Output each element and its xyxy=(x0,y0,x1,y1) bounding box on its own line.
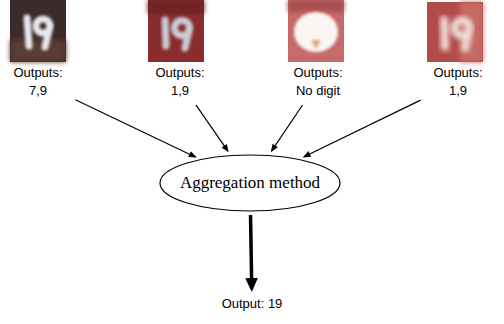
input-arrow xyxy=(196,105,228,151)
result-arrow xyxy=(251,215,252,287)
thumbnail-shade xyxy=(148,0,204,14)
digit-strokes xyxy=(165,20,190,48)
output-caption: Outputs: 7,9 xyxy=(6,64,70,100)
caption-text: Outputs: 1,9 xyxy=(426,64,490,100)
caption-text: Outputs: 1,9 xyxy=(148,64,212,100)
output-caption: Outputs: 1,9 xyxy=(148,64,212,100)
thumbnail-image xyxy=(10,0,66,62)
thumbnail-shade xyxy=(10,40,66,62)
blob-notch xyxy=(311,40,321,49)
output-caption: Outputs: 1,9 xyxy=(426,64,490,100)
caption-text: Outputs: No digit xyxy=(286,64,350,100)
thumbnail-ground xyxy=(10,0,66,62)
final-output: Output: 19 xyxy=(219,295,286,313)
input-arrow xyxy=(272,105,303,151)
caption-text: Output: 19 xyxy=(219,295,286,313)
thumbnail-image xyxy=(148,0,204,62)
digit-strokes xyxy=(27,18,50,47)
aggregation-ellipse: Aggregation method xyxy=(159,154,341,212)
digit-strokes xyxy=(444,20,470,48)
thumbnail-ground xyxy=(288,0,344,62)
input-arrow xyxy=(304,100,421,157)
ellipse-shape xyxy=(160,155,340,211)
thumbnail-image xyxy=(427,2,483,62)
thumbnail-ground xyxy=(148,0,204,62)
output-caption: Outputs: No digit xyxy=(286,64,350,100)
overexposed-blob xyxy=(294,12,338,52)
thumbnail-image xyxy=(288,0,344,62)
ellipse-label: Aggregation method xyxy=(180,173,320,193)
input-arrow xyxy=(75,100,195,157)
thumbnail-ground xyxy=(427,2,483,62)
caption-text: Outputs: 7,9 xyxy=(6,64,70,100)
thumbnail-shade xyxy=(288,0,344,12)
